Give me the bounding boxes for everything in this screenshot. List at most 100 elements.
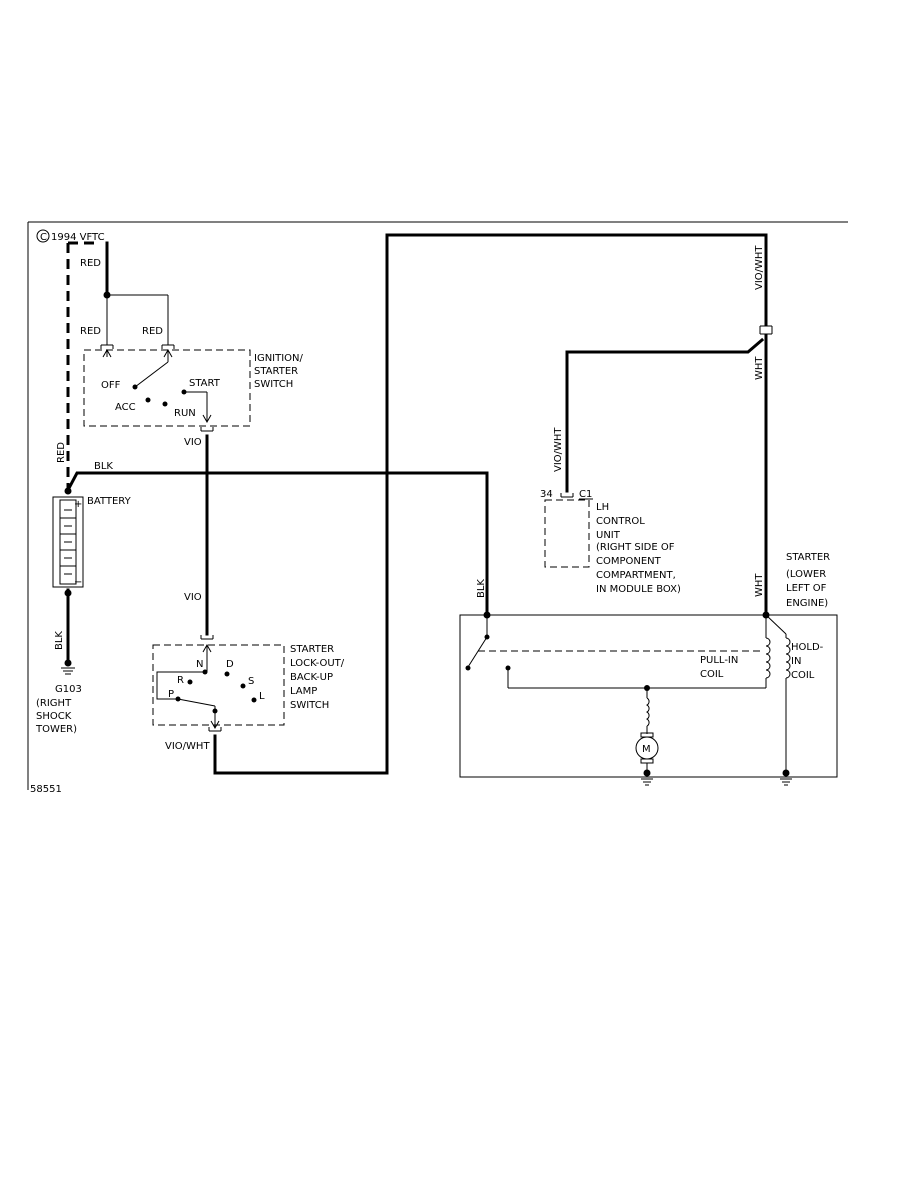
- wire-label-vio-mid: VIO: [184, 592, 202, 603]
- blk-battery-wire: [65, 471, 489, 617]
- hold-in-coil-wire: [765, 614, 787, 635]
- lockout-pos-p: P: [168, 689, 174, 700]
- battery-label: BATTERY: [87, 496, 132, 507]
- lockout-pos-l: L: [259, 691, 265, 702]
- contact-dot: [162, 401, 168, 407]
- figure-id: 58551: [30, 784, 62, 795]
- starter-name-4: ENGINE): [786, 598, 828, 609]
- control-unit-name-1: LH: [596, 502, 609, 513]
- ground-location-3: TOWER): [35, 724, 77, 735]
- control-unit-loc-4: IN MODULE BOX): [596, 584, 681, 595]
- wire-label-wht-starter: WHT: [754, 573, 765, 597]
- copyright-symbol: C: [40, 232, 47, 243]
- ground-icon: [61, 659, 75, 675]
- contact-dot: [202, 669, 208, 675]
- contact-dot: [132, 384, 138, 390]
- connector-icon: [759, 325, 773, 330]
- ground-location-1: (RIGHT: [36, 698, 72, 709]
- lockout-pos-s: S: [248, 676, 254, 687]
- battery-plus: +: [74, 499, 82, 510]
- starter-name-3: LEFT OF: [786, 583, 827, 594]
- motor-brush-icon: [640, 758, 654, 764]
- ignition-name-1: IGNITION/: [254, 353, 304, 364]
- ground-icon: [641, 769, 653, 786]
- pull-in-coil-icon: [765, 637, 771, 679]
- wire-label-vio-wht-lockout: VIO/WHT: [165, 741, 210, 752]
- connector-icon: [200, 635, 214, 640]
- ignition-pos-acc: ACC: [115, 402, 136, 413]
- vio-wht-starter-wire: [213, 233, 768, 775]
- vio-wht-control-wire: [565, 337, 765, 493]
- lockout-switch-box: [152, 644, 285, 726]
- wire-label-red-left: RED: [80, 326, 101, 337]
- ignition-pos-run: RUN: [174, 408, 196, 419]
- contact-dot: [145, 397, 151, 403]
- control-unit-pin: 34: [540, 489, 553, 500]
- ignition-name-2: STARTER: [254, 366, 298, 377]
- control-unit-box: [544, 499, 590, 568]
- wire-label-blk-ground: BLK: [54, 631, 65, 650]
- motor-field-coil-icon: [645, 697, 650, 727]
- lockout-name-5: SWITCH: [290, 700, 329, 711]
- wire-label-vio-wht-right: VIO/WHT: [754, 245, 765, 290]
- connector-icon: [200, 427, 214, 432]
- connector-icon: [560, 493, 574, 498]
- starter-name-2: (LOWER: [786, 569, 826, 580]
- control-unit-connector: C1: [579, 489, 592, 500]
- battery-positive-dot: [64, 487, 72, 495]
- contact-dot: [240, 683, 246, 689]
- solenoid-contact-blade: [467, 636, 488, 668]
- copyright-circle-icon: [36, 229, 50, 243]
- ignition-switch-box: [83, 349, 251, 427]
- connector-icon: [161, 344, 175, 349]
- contact-dot: [187, 679, 193, 685]
- control-unit-loc-3: COMPARTMENT,: [596, 570, 676, 581]
- battery-negative-dot: [64, 589, 72, 597]
- ground-icon: [780, 769, 792, 786]
- copyright-text: 1994 VFTC: [51, 232, 105, 243]
- ignition-switch-blade: [134, 361, 169, 388]
- control-unit-name-2: CONTROL: [596, 516, 645, 527]
- pull-in-label-1: PULL-IN: [700, 655, 738, 666]
- hold-in-label-1: HOLD-: [791, 642, 824, 653]
- wire-label-vio-switch: VIO: [184, 437, 202, 448]
- contact-dot: [465, 665, 471, 671]
- battery-case: [52, 496, 84, 588]
- control-unit-name-3: UNIT: [596, 530, 621, 541]
- lockout-name-3: BACK-UP: [290, 672, 333, 683]
- motor-letter: M: [642, 744, 651, 755]
- connector-icon: [759, 330, 773, 335]
- wire-label-red-top: RED: [80, 258, 101, 269]
- battery-minus: −: [74, 577, 82, 588]
- starter-box: [459, 614, 838, 778]
- battery-symbol: [52, 496, 84, 588]
- wire-label-vio-wht-control: VIO/WHT: [553, 427, 564, 472]
- contact-dot: [251, 697, 257, 703]
- hold-in-coil-icon: [785, 637, 791, 679]
- hold-in-label-2: IN: [791, 656, 801, 667]
- ground-id: G103: [55, 684, 82, 695]
- connector-icon: [208, 727, 222, 732]
- lockout-blade: [177, 698, 216, 707]
- pull-in-label-2: COIL: [700, 669, 724, 680]
- contact-dot: [224, 671, 230, 677]
- lockout-pos-n: N: [196, 659, 203, 670]
- contact-arrow-icon: [210, 720, 220, 730]
- contact-dot: [212, 708, 218, 714]
- connector-icon: [100, 344, 114, 349]
- wire-label-red-vertical: RED: [56, 442, 67, 463]
- ignition-name-3: SWITCH: [254, 379, 293, 390]
- battery-inner: [59, 499, 77, 585]
- hold-in-label-3: COIL: [791, 670, 815, 681]
- ground-location-2: SHOCK: [36, 711, 72, 722]
- copyright-mark: C 1994 VFTC: [36, 229, 105, 243]
- wire-label-blk-top: BLK: [94, 461, 113, 472]
- contact-arrow-icon: [202, 414, 212, 424]
- contact-dot: [175, 696, 181, 702]
- lockout-pos-r: R: [177, 675, 184, 686]
- wire-label-blk-starter: BLK: [476, 579, 487, 598]
- lockout-name-2: LOCK-OUT/: [290, 658, 345, 669]
- lockout-name-4: LAMP: [290, 686, 317, 697]
- control-unit-loc-1: (RIGHT SIDE OF: [596, 542, 675, 553]
